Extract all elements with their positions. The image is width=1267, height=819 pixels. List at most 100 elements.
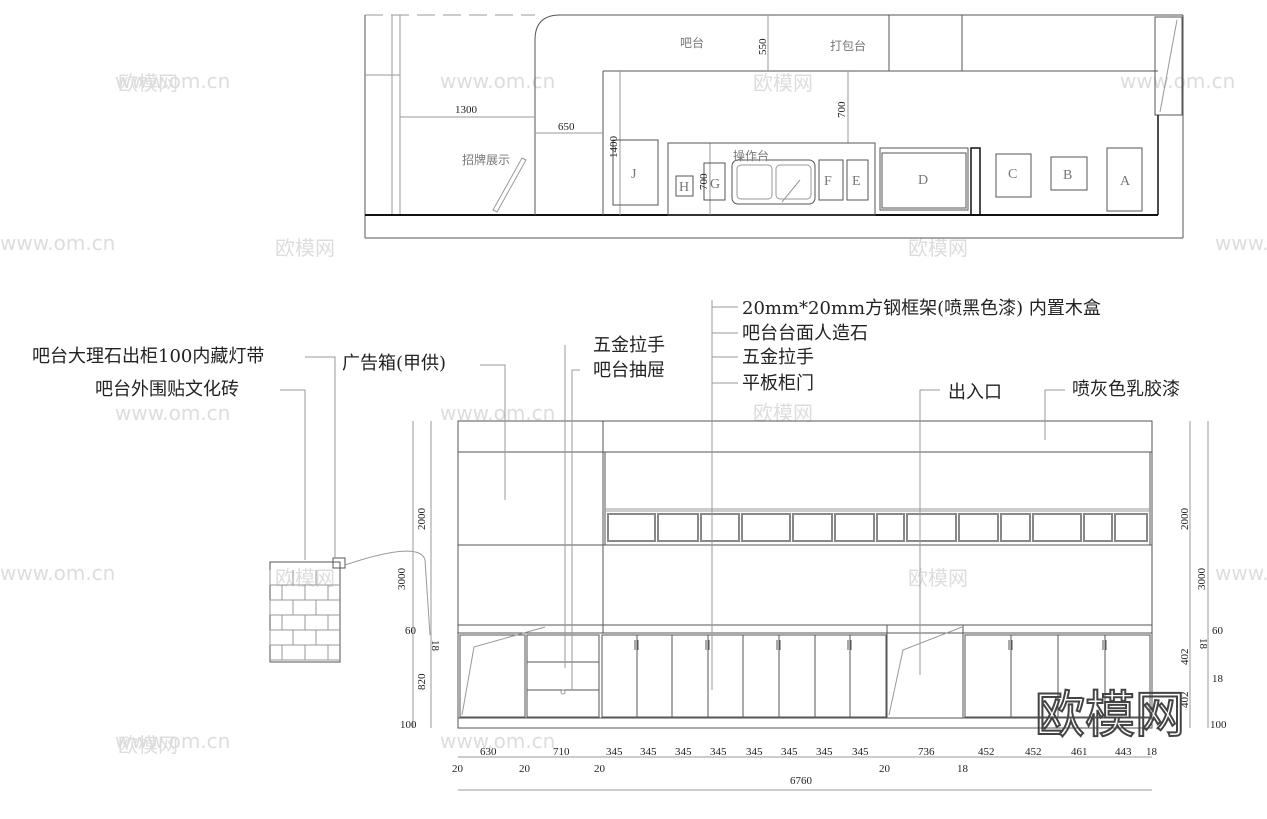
equipment-label-H: H [679, 180, 689, 195]
dim-1400: 1400 [608, 136, 620, 159]
display-window [741, 513, 791, 542]
equipment-label-B: B [1063, 168, 1072, 183]
cabinet-door [742, 634, 780, 718]
display-window [958, 513, 999, 542]
watermarks: www.om.cn www.om.cn www.om.cn www.om.cn www.… [0, 69, 1267, 757]
equipment-label-J: J [631, 167, 637, 182]
brand-watermark-faint: 欧模网 [908, 566, 968, 590]
dim-width: 345 [675, 746, 692, 758]
dim-width: 630 [480, 746, 497, 758]
callout-paint: 喷灰色乳胶漆 [1072, 379, 1180, 400]
dim-left: 18 [429, 640, 441, 652]
dim-width: 18 [1146, 746, 1158, 758]
site-watermark: www.om.cn [0, 561, 115, 585]
callout-handle: 五金拉手 [593, 335, 665, 356]
dim-right: 100 [1210, 719, 1227, 731]
site-watermark: www.om.cn [1215, 561, 1267, 585]
site-watermark: www.om.cn [0, 231, 115, 255]
dim-gap: 20 [879, 763, 891, 775]
label-sign: 招牌展示 [462, 153, 510, 167]
callout-drawer: 吧台抽屉 [593, 360, 665, 381]
dim-left: 100 [400, 719, 417, 731]
cabinet-door [671, 634, 709, 718]
dim-gap: 18 [957, 763, 969, 775]
brand-watermark-faint: 欧模网 [118, 733, 178, 757]
site-watermark: www.om.cn [1215, 231, 1267, 255]
callout-frame: 20mm*20mm方钢框架(喷黑色漆) 内置木盒 [742, 298, 1101, 319]
display-window [834, 513, 875, 542]
display-window [607, 513, 656, 542]
dim-width: 461 [1071, 746, 1088, 758]
dim-width: 736 [918, 746, 935, 758]
dim-right: 60 [1212, 625, 1224, 637]
callout-handle-2: 五金拉手 [742, 347, 814, 368]
display-window [906, 513, 957, 542]
dim-width: 710 [553, 746, 570, 758]
callout-adbox: 广告箱(甲供) [342, 353, 446, 374]
callout-stone: 吧台台面人造石 [742, 323, 868, 344]
dim-width: 452 [1025, 746, 1042, 758]
equipment-label-E: E [852, 174, 861, 189]
dim-width: 345 [640, 746, 657, 758]
brick-column [269, 557, 346, 663]
brand-watermark-faint: 欧模网 [908, 236, 968, 260]
equipment-label-F: F [824, 174, 832, 189]
callout-tile: 吧台外围贴文化砖 [95, 379, 239, 400]
display-window [876, 513, 905, 542]
dim-right: 3000 [1196, 568, 1208, 591]
cabinet-door [964, 634, 1012, 718]
dim-650: 650 [558, 121, 575, 133]
dim-width: 345 [781, 746, 798, 758]
callout-marble: 吧台大理石出柜100内藏灯带 [32, 346, 264, 367]
elevation: 吧台大理石出柜100内藏灯带 吧台外围贴文化砖 广告箱(甲供) 五金拉手 吧台抽… [32, 298, 1227, 791]
dim-gap: 20 [594, 763, 606, 775]
display-window [1083, 513, 1113, 542]
equipment-label-C: C [1008, 167, 1017, 182]
brand-watermark: 欧模网 [1035, 686, 1185, 744]
dim-left: 60 [405, 625, 417, 637]
cabinet-door [778, 634, 816, 718]
equipment-label-A: A [1120, 174, 1131, 189]
brand-watermark-faint: 欧模网 [118, 71, 178, 95]
site-watermark: www.om.cn [115, 729, 230, 753]
cabinet-door [601, 634, 638, 718]
brand-watermark-faint: 欧模网 [275, 236, 335, 260]
display-window [1114, 513, 1148, 542]
dim-gap: 20 [519, 763, 531, 775]
dim-width: 443 [1115, 746, 1132, 758]
dim-1300: 1300 [455, 104, 478, 116]
cabinet-door [849, 634, 887, 718]
label-operation: 操作台 [733, 148, 769, 163]
dim-right: 18 [1212, 673, 1224, 685]
dim-gap: 20 [452, 763, 464, 775]
label-bar: 吧台 [680, 35, 704, 50]
dim-left: 2000 [416, 508, 428, 531]
dim-right: 402 [1179, 692, 1191, 709]
dim-left: 820 [416, 673, 428, 690]
dim-total: 6760 [790, 775, 813, 787]
brand-watermark-faint: 欧模网 [753, 71, 813, 95]
display-window [657, 513, 699, 542]
cabinet-door [707, 634, 744, 718]
dim-width: 345 [746, 746, 763, 758]
label-packing: 打包台 [830, 38, 866, 53]
dim-width: 345 [606, 746, 623, 758]
dim-700: 700 [836, 101, 848, 118]
display-window [1032, 513, 1082, 542]
site-watermark: www.om.cn [440, 729, 555, 753]
cabinet-door [814, 634, 851, 718]
display-window [700, 513, 740, 542]
dim-width: 345 [816, 746, 833, 758]
dim-width: 452 [978, 746, 995, 758]
site-watermark: www.om.cn [115, 69, 230, 93]
dim-right: 18 [1197, 638, 1209, 650]
dim-width: 345 [852, 746, 869, 758]
dim-right: 2000 [1179, 508, 1191, 531]
equipment-label-G: G [710, 177, 720, 192]
display-window [792, 513, 833, 542]
dim-700b: 700 [698, 173, 710, 190]
site-watermark: www.om.cn [440, 69, 555, 93]
dim-right: 402 [1179, 649, 1191, 666]
site-watermark: www.om.cn [1120, 69, 1235, 93]
